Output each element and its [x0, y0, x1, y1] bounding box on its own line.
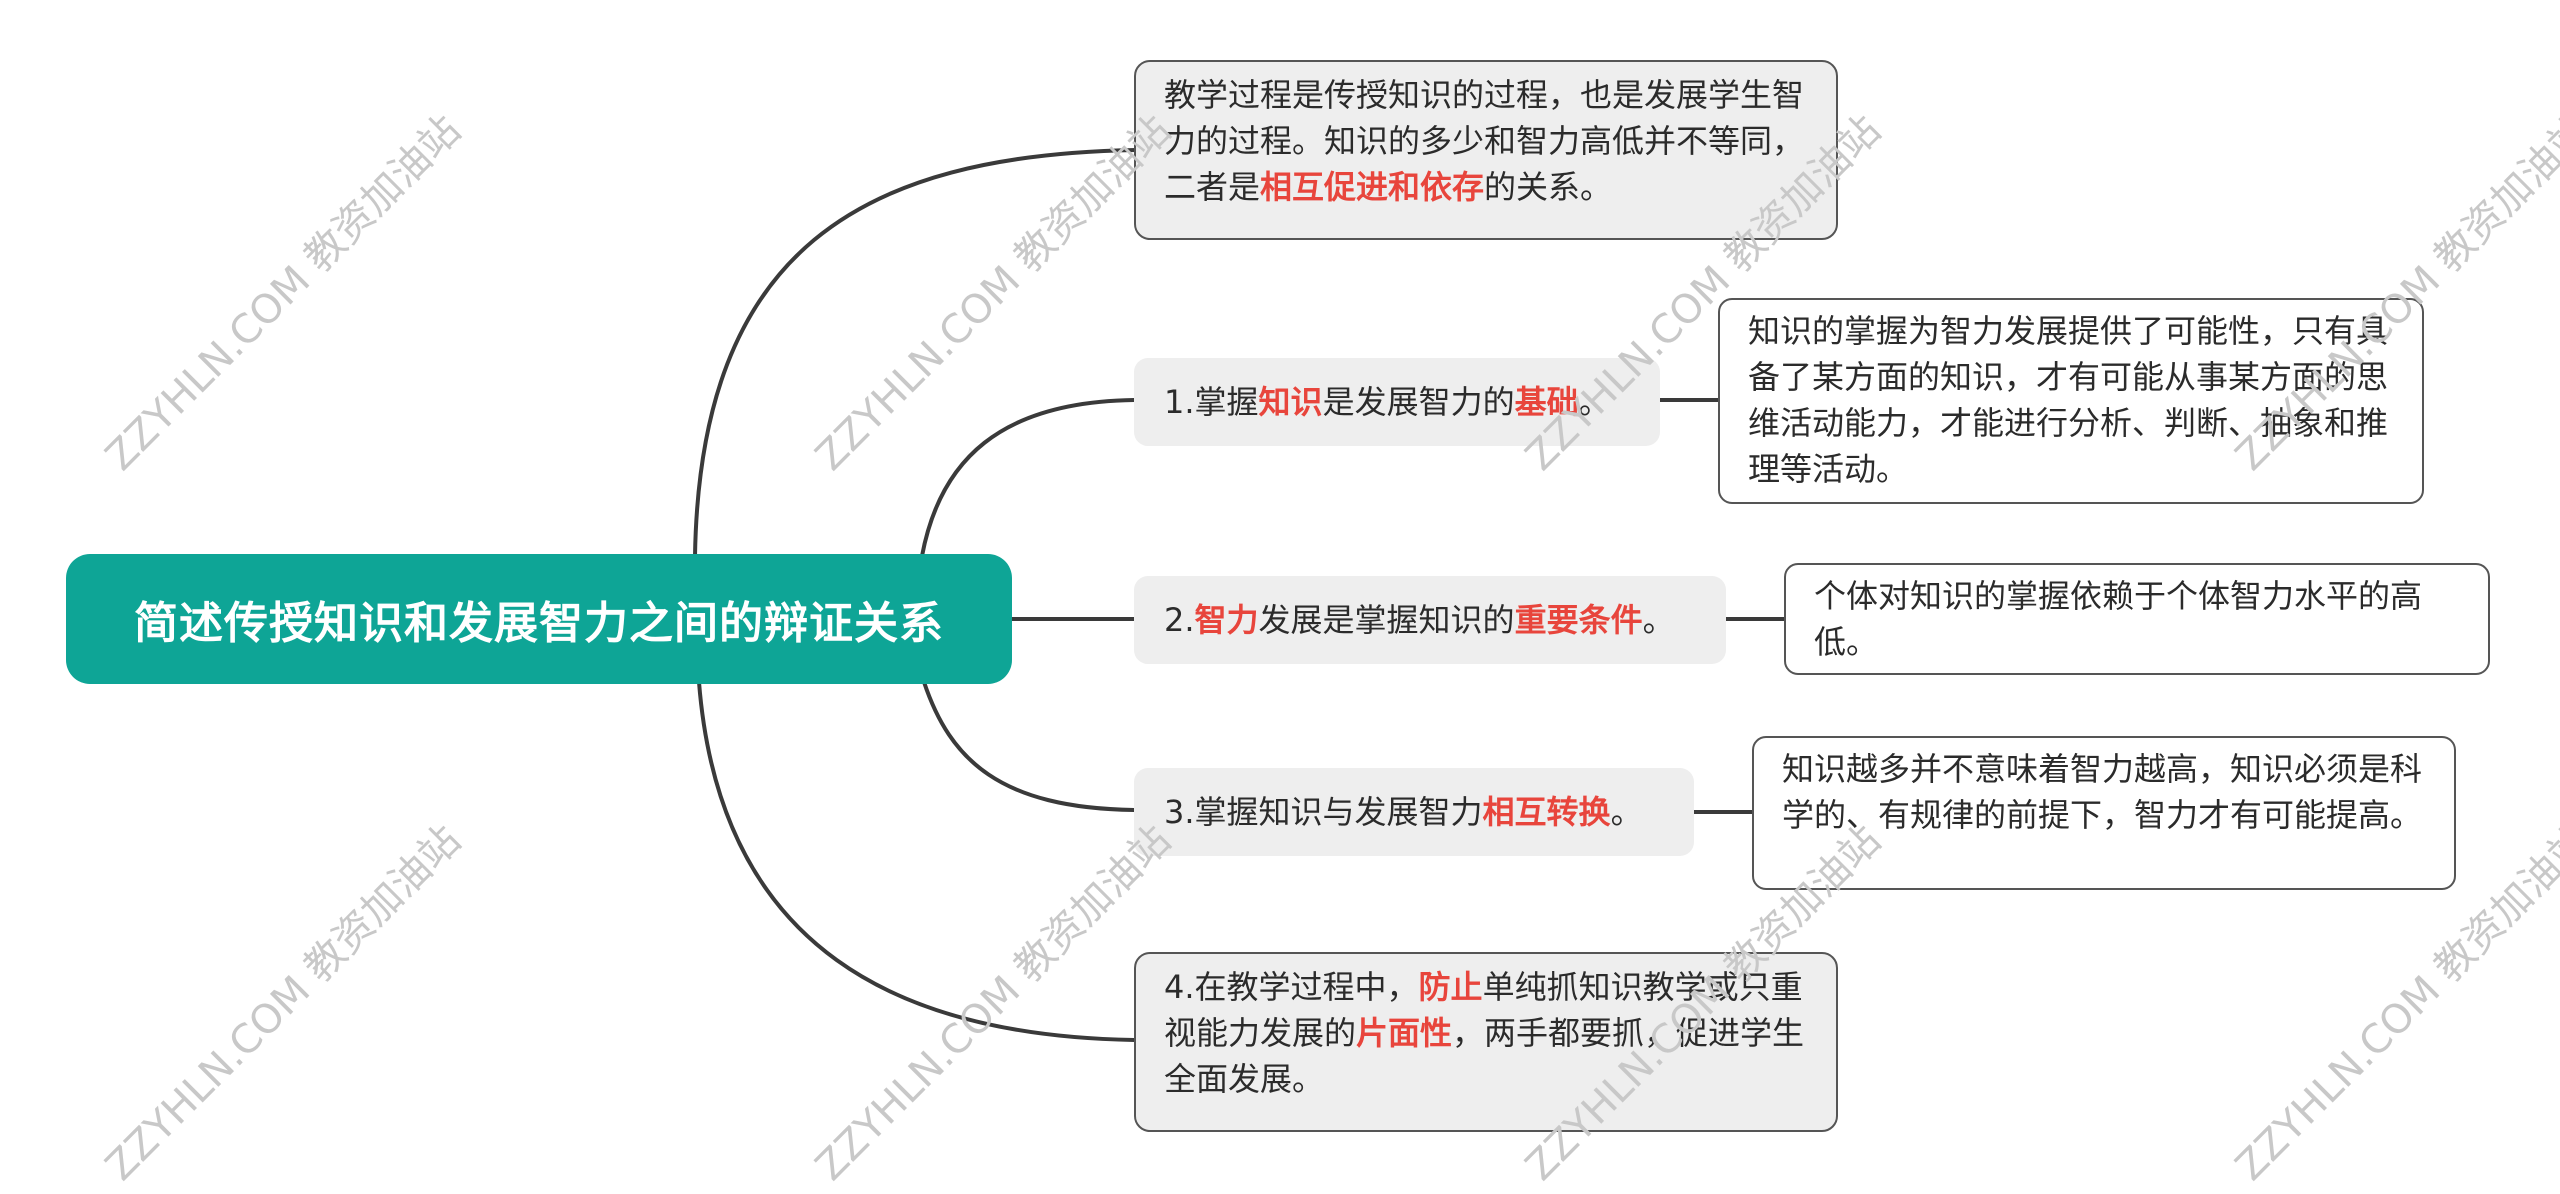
root-title: 简述传授知识和发展智力之间的辩证关系 [134, 598, 944, 649]
highlight-text: 知识 [1258, 383, 1323, 421]
node-text: ，两手都要抓，促进学生全面发展。 [1164, 1014, 1805, 1098]
connector-root-intro [693, 148, 1138, 558]
node-text: 发展是掌握知识的 [1258, 601, 1515, 639]
point2-node[interactable]: 2.智力发展是掌握知识的重要条件。 [1134, 576, 1726, 664]
intro-node[interactable]: 教学过程是传授知识的过程，也是发展学生智力的过程。知识的多少和智力高低并不等同，… [1134, 60, 1838, 240]
detail3-node[interactable]: 知识越多并不意味着智力越高，知识必须是科学的、有规律的前提下，智力才有可能提高。 [1752, 736, 2456, 890]
root-topic[interactable]: 简述传授知识和发展智力之间的辩证关系 [66, 554, 1012, 684]
highlight-text: 片面性 [1356, 1014, 1453, 1052]
node-text: 教学过程是传授知识的过程，也是发展学生智力的过程。知识的多少和智力高低并不等同，… [1164, 76, 1805, 206]
highlight-text: 相互促进和依存 [1260, 168, 1485, 206]
detail1-node[interactable]: 知识的掌握为智力发展提供了可能性，只有具备了某方面的知识，才有可能从事某方面的思… [1718, 298, 2424, 504]
highlight-text: 重要条件 [1514, 601, 1643, 639]
point4-node[interactable]: 4.在教学过程中，防止单纯抓知识教学或只重视能力发展的片面性，两手都要抓，促进学… [1134, 952, 1838, 1132]
node-text: 知识的掌握为智力发展提供了可能性，只有具备了某方面的知识，才有可能从事某方面的思… [1748, 312, 2389, 488]
detail2-node[interactable]: 个体对知识的掌握依赖于个体智力水平的高低。 [1784, 563, 2490, 675]
node-text: 知识越多并不意味着智力越高，知识必须是科学的、有规律的前提下，智力才有可能提高。 [1782, 750, 2423, 834]
connector-root-point1 [920, 398, 1136, 558]
node-text: 个体对知识的掌握依赖于个体智力水平的高低。 [1814, 577, 2423, 661]
highlight-text: 智力 [1194, 601, 1259, 639]
node-text: 。 [1610, 793, 1643, 831]
node-text: 1.掌握 [1164, 383, 1259, 421]
node-text: 是发展智力的 [1322, 383, 1515, 421]
point3-node[interactable]: 3.掌握知识与发展智力相互转换。 [1134, 768, 1694, 856]
node-text: 单纯抓知识教学或只重视能力发展的 [1164, 968, 1803, 1052]
connector-root-point4 [697, 680, 1136, 1042]
node-text: 的关系。 [1484, 168, 1613, 206]
node-text: 4.在教学过程中， [1164, 968, 1419, 1006]
point1-node[interactable]: 1.掌握知识是发展智力的基础。 [1134, 358, 1660, 446]
node-text: 2. [1164, 601, 1195, 639]
node-text: 3.掌握知识与发展智力 [1164, 793, 1483, 831]
node-text: 。 [1578, 383, 1611, 421]
connector-root-point3 [922, 680, 1136, 812]
node-text: 。 [1642, 601, 1675, 639]
highlight-text: 基础 [1514, 383, 1579, 421]
highlight-text: 防止 [1418, 968, 1483, 1006]
highlight-text: 相互转换 [1482, 793, 1611, 831]
